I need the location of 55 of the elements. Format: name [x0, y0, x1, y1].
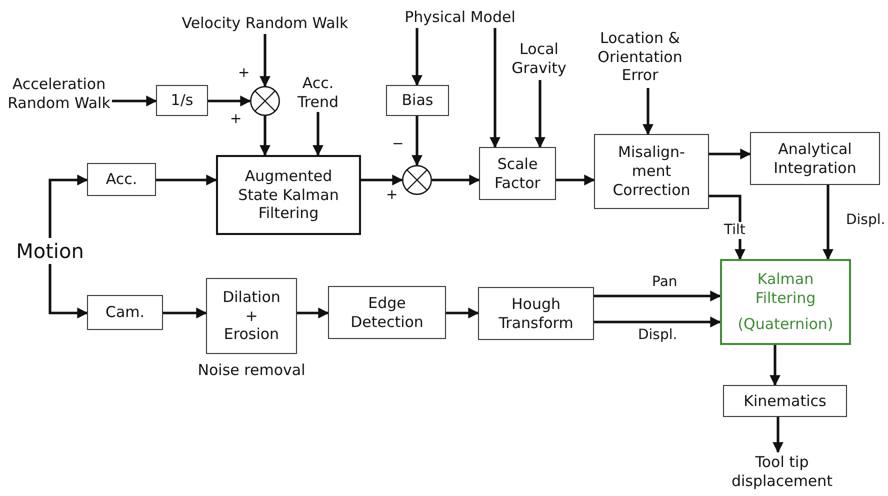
process-box: Edge Detection: [328, 286, 446, 339]
process-box: [720, 259, 851, 345]
box-text: Kalman Filtering: [754, 270, 817, 308]
arrow: [446, 308, 480, 318]
process-box: 1/s: [156, 85, 208, 116]
arrow: [772, 417, 784, 454]
process-box: Hough Transform: [478, 287, 594, 340]
arrow: [412, 28, 422, 86]
arrow: [822, 185, 834, 260]
arrow: [260, 34, 270, 88]
arrow: [709, 148, 752, 160]
arrow: [361, 174, 404, 186]
arrow: [156, 174, 218, 186]
process-box: Misalign- ment Correction: [594, 134, 709, 209]
arrow: [594, 316, 722, 328]
signal-label: Local Gravity: [500, 38, 578, 80]
arrow: [432, 174, 480, 186]
signal-label: Acc. Trend: [288, 74, 348, 112]
process-box: Bias: [386, 85, 449, 116]
note-text: Noise removal: [196, 361, 306, 380]
sign-label: +: [230, 112, 242, 126]
signal-label: Tool tip displacement: [712, 452, 852, 492]
arrow: [163, 308, 208, 318]
arrow: [594, 290, 722, 302]
arrow: [260, 116, 270, 156]
sign-label: +: [238, 66, 250, 80]
signal-label: Motion: [8, 238, 92, 264]
arrow: [112, 96, 158, 106]
process-box: Acc.: [87, 163, 156, 196]
process-box: Augmented State Kalman Filtering: [216, 155, 361, 235]
arrow: [297, 308, 330, 318]
arrow: [490, 28, 500, 148]
arrow: [48, 264, 88, 318]
sign-label: +: [386, 188, 398, 202]
signal-label: Acceleration Random Walk: [6, 68, 112, 120]
arrow: [208, 96, 252, 106]
arrow: [770, 345, 780, 386]
arrow: [412, 116, 422, 166]
signal-label: Location & Orientation Error: [585, 26, 695, 88]
process-box: Analytical Integration: [750, 132, 880, 185]
arrow: [312, 112, 324, 156]
summing-junction-circle: [402, 165, 432, 195]
signal-label: Physical Model: [385, 6, 535, 28]
arrow: [642, 88, 654, 136]
process-box: Cam.: [87, 295, 163, 330]
summing-junction-circle: [250, 86, 280, 116]
box-text: (Quaternion): [736, 315, 834, 334]
signal-label: Velocity Random Walk: [150, 12, 380, 34]
process-box: Scale Factor: [479, 147, 556, 200]
sign-label: −: [392, 137, 404, 151]
edge-label: Tilt: [722, 222, 748, 239]
arrow: [48, 174, 88, 238]
arrow: [534, 80, 546, 148]
arrow: [556, 174, 596, 186]
process-box: Kinematics: [723, 385, 847, 417]
